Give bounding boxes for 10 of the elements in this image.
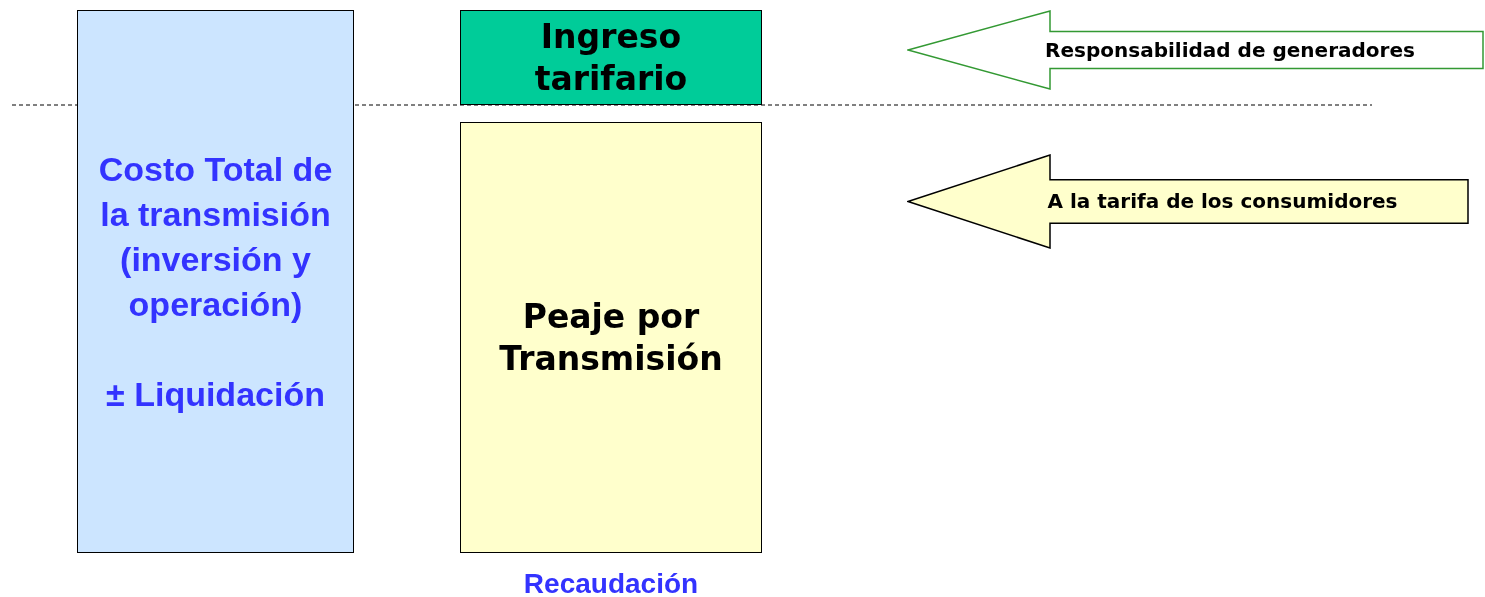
toll-box xyxy=(460,122,762,553)
box-title: Peaje por Transmisión xyxy=(498,295,724,380)
cost-column-box xyxy=(77,10,354,553)
box-label: ± Liquidación xyxy=(105,373,326,415)
arrow-label: Responsabilidad de generadores xyxy=(1045,38,1415,62)
box-label: Costo Total de la transmisión (inversión y operación) xyxy=(97,148,334,325)
arrow-label: A la tarifa de los consumidores xyxy=(1047,189,1398,214)
column-caption: Recaudación xyxy=(522,568,700,597)
revenue-box xyxy=(460,10,762,105)
box-title: Ingreso tarifario xyxy=(533,15,689,100)
